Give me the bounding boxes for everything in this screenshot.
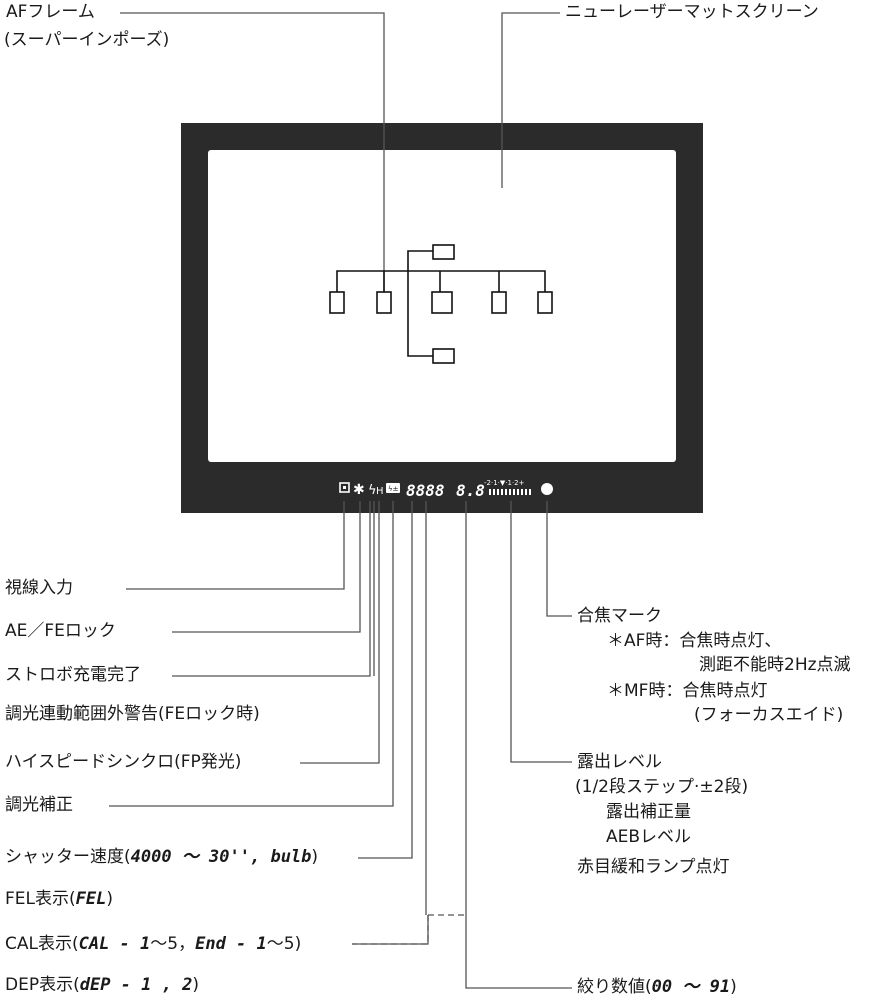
aperture-label: 絞り数値(00 ～ 91) [577,977,737,997]
af-frame-label: AFフレーム [6,2,95,22]
leader-high-speed-sync [300,501,380,764]
focusing-screen [208,150,676,462]
cal-label: CAL表示(CAL - 1～5，End - 1～5) [5,934,301,954]
dep-label: DEP表示(dEP - 1 , 2) [5,975,199,995]
cal-prefix: CAL表示( [5,934,79,954]
focus-confirmation-icon [541,483,553,495]
af-frame-sublabel: (スーパーインポーズ) [4,30,170,50]
dep-value: dEP - 1 , 2 [79,975,193,995]
af-mode-note: ＊AF時：合焦時点灯、 [607,631,782,651]
dep-prefix: DEP表示( [5,975,80,995]
leader-eye-control [126,501,345,590]
shutter-prefix: シャッター速度( [5,847,131,867]
flash-warning-label: 調光連動範囲外警告(FEロック時) [5,704,260,724]
aperture-digits: 8.8 [456,481,485,500]
exposure-level-sublabel: (1/2段ステップ·±2段) [575,777,749,797]
af-frames [329,244,553,364]
leader-aperture [465,501,572,989]
mf-mode-note: ＊MF時：合焦時点灯 [607,681,768,701]
shutter-speed-label: シャッター速度(4000 ～ 30'', bulb) [5,847,318,867]
leader-cal [352,915,429,945]
leader-screen [501,12,560,188]
leader-ae-lock [172,501,361,633]
cal-mid: ～5， [150,934,196,954]
leader-flash-comp [109,501,394,807]
ae-fe-lock-label: AE／FEロック [5,621,116,641]
viewfinder-lcd: ✱ ϟ H ϟ± 8888 8.8 -2·1·▼·1·2+ [339,479,553,500]
dep-suffix: ) [192,975,199,995]
eye-control-label: 視線入力 [5,578,73,598]
aeb-level-label: AEBレベル [606,827,692,847]
af-point-right-outer [537,291,553,314]
leader-focus [546,501,572,617]
shutter-suffix: ) [311,847,319,867]
exposure-scale-labels: -2·1·▼·1·2+ [484,479,525,487]
exposure-level-label: 露出レベル [577,752,662,772]
af-point-right [491,291,507,314]
mf-mode-note-2: (フォーカスエイド) [694,705,844,725]
aperture-values: 00 ～ 91 [651,977,731,997]
aperture-suffix: ) [730,977,737,997]
leader-shutter [358,501,413,859]
svg-text:ϟ±: ϟ± [388,485,399,493]
eye-control-icon [339,482,350,493]
af-point-bottom [432,348,455,364]
cal-value-2: End - 1 [195,934,267,954]
leader-flash-ready [172,501,371,677]
leader-cal-dashed-2 [352,915,429,945]
red-eye-label: 赤目緩和ランプ点灯 [577,857,730,877]
fel-label: FEL表示(FEL) [5,889,113,909]
fel-value: FEL [75,889,107,909]
screen-label: ニューレーザーマットスクリーン [565,2,819,22]
shutter-values: 4000 ～ 30'', bulb [130,847,312,867]
af-point-left [376,291,392,314]
fel-suffix: ) [106,889,113,909]
af-point-top [432,244,455,260]
af-point-left-outer [329,291,345,314]
flash-ready-label: ストロボ充電完了 [5,665,141,685]
fel-prefix: FEL表示( [5,889,76,909]
exposure-level-bar [489,489,531,495]
high-speed-sync-h: H [376,486,384,497]
leader-exposure [510,501,572,763]
high-speed-sync-label: ハイスピードシンクロ(FP発光) [5,752,242,772]
flash-compensation-icon: ϟ± [386,483,400,493]
focus-mark-label: 合焦マーク [577,606,662,626]
ae-lock-asterisk: ✱ [353,482,365,498]
flash-ready-icon: ϟ [368,483,377,498]
af-mode-note-2: 測距不能時2Hz点滅 [699,655,851,675]
leader-af-frame [120,12,385,292]
cal-end: ～5) [266,934,302,954]
cal-value-1: CAL - 1 [78,934,151,954]
shutter-speed-digits: 8888 [406,481,445,500]
aperture-prefix: 絞り数値( [577,977,652,997]
flash-comp-label: 調光補正 [5,795,73,815]
exposure-comp-label: 露出補正量 [606,802,691,822]
af-point-center [431,291,453,314]
